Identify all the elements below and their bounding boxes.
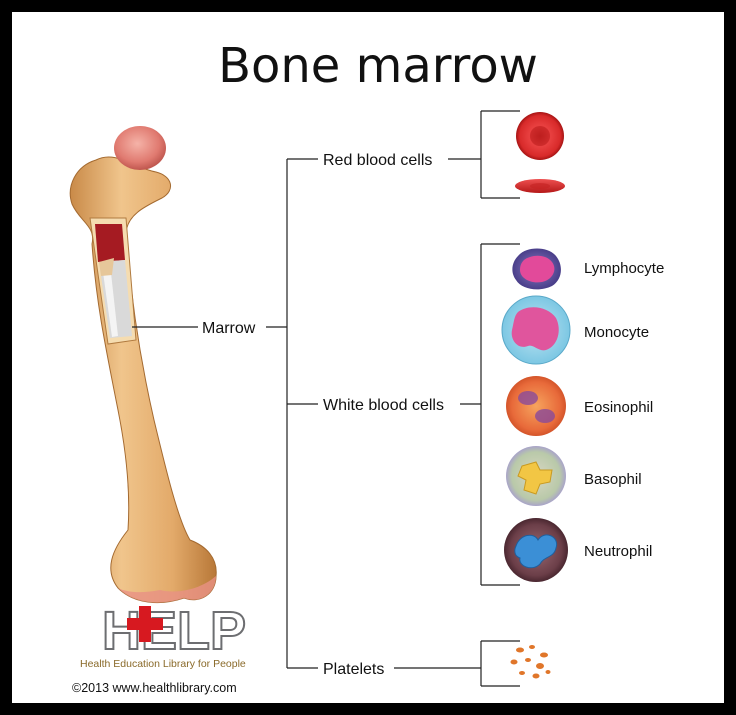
femur-bone-illustration [69, 126, 217, 604]
lymphocyte-label: Lymphocyte [584, 260, 664, 277]
marrow-cutaway [89, 217, 137, 345]
diagram-title: Bone marrow [218, 38, 538, 94]
eosinophil-cell [506, 376, 566, 436]
eosinophil-label: Eosinophil [584, 399, 653, 416]
platelets-illustration [510, 645, 551, 679]
neutrophil-cell [504, 518, 568, 582]
lymphocyte-cell [512, 248, 561, 290]
platelets-label: Platelets [323, 661, 384, 678]
red-blood-cell-side [515, 179, 565, 193]
help-logo-letters: HELP [102, 601, 246, 661]
femoral-head [114, 126, 166, 170]
basophil-label: Basophil [584, 471, 642, 488]
connector-lines [132, 110, 520, 687]
basophil-cell [506, 446, 566, 506]
help-logo-tagline: Health Education Library for People [80, 658, 246, 670]
marrow-label: Marrow [202, 320, 256, 337]
monocyte-cell [501, 295, 571, 365]
monocyte-label: Monocyte [584, 324, 649, 341]
white-blood-cells-label: White blood cells [323, 397, 444, 414]
red-blood-cell-front [516, 112, 564, 160]
help-logo: HELP Health Education Library for People [80, 600, 247, 670]
neutrophil-label: Neutrophil [584, 543, 652, 560]
copyright-text: ©2013 www.healthlibrary.com [72, 681, 237, 695]
red-blood-cells-label: Red blood cells [323, 152, 432, 169]
help-logo-cross-vertical [139, 606, 151, 642]
